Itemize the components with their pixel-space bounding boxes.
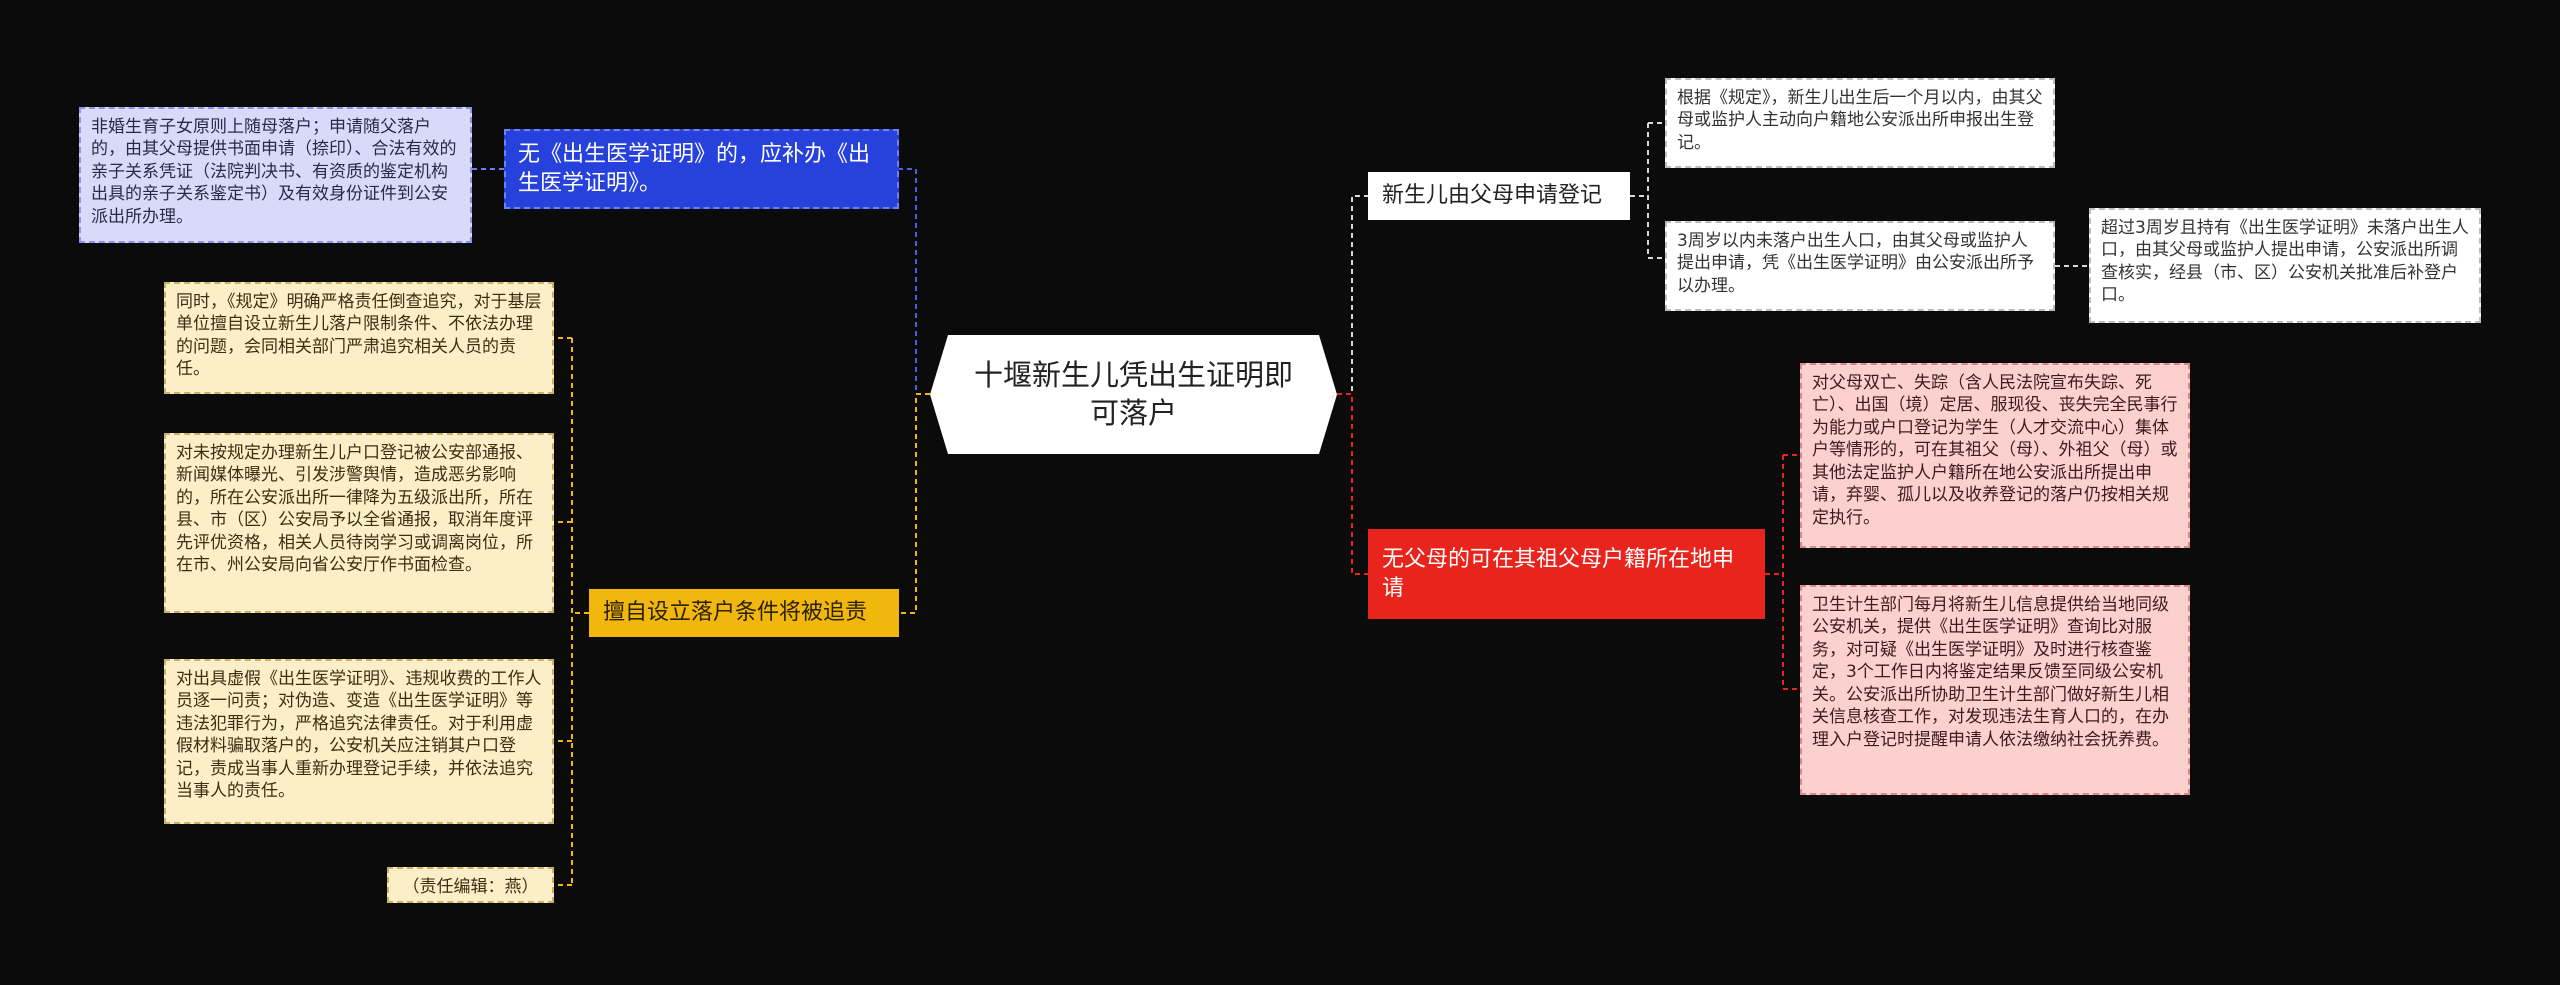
leaf-accountability-2[interactable]: 对未按规定办理新生儿户口登记被公安部通报、新闻媒体曝光、引发涉警舆情，造成恶劣影… bbox=[164, 433, 554, 613]
leaf-parents-absent-text: 对父母双亡、失踪（含人民法院宣布失踪、死亡）、出国（境）定居、服现役、丧失完全民… bbox=[1812, 373, 2178, 528]
leaf-health-department[interactable]: 卫生计生部门每月将新生儿信息提供给当地同级公安机关，提供《出生医学证明》查询比对… bbox=[1800, 585, 2190, 795]
root-topic[interactable]: 十堰新生儿凭出生证明即可落户 bbox=[930, 335, 1337, 454]
branch-grandparents-register-label: 无父母的可在其祖父母户籍所在地申请 bbox=[1382, 546, 1735, 601]
branch-missing-birth-certificate-label: 无《出生医学证明》的，应补办《出生医学证明》。 bbox=[518, 141, 871, 196]
leaf-under-three-years[interactable]: 3周岁以内未落户出生人口，由其父母或监护人提出申请，凭《出生医学证明》由公安派出… bbox=[1665, 221, 2055, 311]
leaf-under-three-years-text: 3周岁以内未落户出生人口，由其父母或监护人提出申请，凭《出生医学证明》由公安派出… bbox=[1677, 231, 2034, 296]
leaf-health-department-text: 卫生计生部门每月将新生儿信息提供给当地同级公安机关，提供《出生医学证明》查询比对… bbox=[1812, 595, 2169, 750]
root-topic-label: 十堰新生儿凭出生证明即可落户 bbox=[973, 357, 1293, 430]
branch-missing-birth-certificate[interactable]: 无《出生医学证明》的，应补办《出生医学证明》。 bbox=[504, 129, 899, 209]
leaf-register-within-month[interactable]: 根据《规定》，新生儿出生后一个月以内，由其父母或监护人主动向户籍地公安派出所申报… bbox=[1665, 78, 2055, 168]
leaf-editor-note[interactable]: （责任编辑：燕） bbox=[387, 867, 554, 903]
leaf-accountability-3-text: 对出具虚假《出生医学证明》、违规收费的工作人员逐一问责；对伪造、变造《出生医学证… bbox=[176, 669, 542, 802]
leaf-accountability-2-text: 对未按规定办理新生儿户口登记被公安部通报、新闻媒体曝光、引发涉警舆情，造成恶劣影… bbox=[176, 443, 533, 576]
leaf-over-three-years-text: 超过3周岁且持有《出生医学证明》未落户出生人口，由其父母或监护人提出申请，公安派… bbox=[2101, 218, 2469, 306]
leaf-register-within-month-text: 根据《规定》，新生儿出生后一个月以内，由其父母或监护人主动向户籍地公安派出所申报… bbox=[1677, 88, 2043, 153]
leaf-parents-absent[interactable]: 对父母双亡、失踪（含人民法院宣布失踪、死亡）、出国（境）定居、服现役、丧失完全民… bbox=[1800, 363, 2190, 548]
connector-root-blue bbox=[899, 168, 930, 395]
connector-root-red bbox=[1337, 393, 1368, 575]
connector-yellow-leaves bbox=[554, 337, 589, 886]
leaf-over-three-years[interactable]: 超过3周岁且持有《出生医学证明》未落户出生人口，由其父母或监护人提出申请，公安派… bbox=[2089, 208, 2481, 323]
leaf-accountability-3[interactable]: 对出具虚假《出生医学证明》、违规收费的工作人员逐一问责；对伪造、变造《出生医学证… bbox=[164, 659, 554, 824]
leaf-nonmarital-children-text: 非婚生育子女原则上随母落户；申请随父落户的，由其父母提供书面申请（捺印）、合法有… bbox=[91, 117, 457, 227]
leaf-accountability-1[interactable]: 同时，《规定》明确严格责任倒查追究，对于基层单位擅自设立新生儿落户限制条件、不依… bbox=[164, 282, 554, 394]
leaf-nonmarital-children[interactable]: 非婚生育子女原则上随母落户；申请随父落户的，由其父母提供书面申请（捺印）、合法有… bbox=[79, 107, 472, 243]
leaf-accountability-1-text: 同时，《规定》明确严格责任倒查追究，对于基层单位擅自设立新生儿落户限制条件、不依… bbox=[176, 292, 542, 380]
connector-white-leaves bbox=[1630, 122, 1665, 259]
branch-parents-register-label: 新生儿由父母申请登记 bbox=[1382, 183, 1603, 209]
leaf-editor-note-text: （责任编辑：燕） bbox=[402, 877, 539, 897]
connector-red-leaves bbox=[1765, 454, 1800, 690]
connector-root-white bbox=[1337, 195, 1368, 395]
branch-accountability-label: 擅自设立落户条件将被追责 bbox=[603, 600, 868, 626]
branch-grandparents-register[interactable]: 无父母的可在其祖父母户籍所在地申请 bbox=[1368, 529, 1765, 619]
connector-root-yellow bbox=[899, 393, 930, 614]
branch-accountability[interactable]: 擅自设立落户条件将被追责 bbox=[589, 589, 899, 637]
branch-parents-register[interactable]: 新生儿由父母申请登记 bbox=[1368, 172, 1630, 220]
